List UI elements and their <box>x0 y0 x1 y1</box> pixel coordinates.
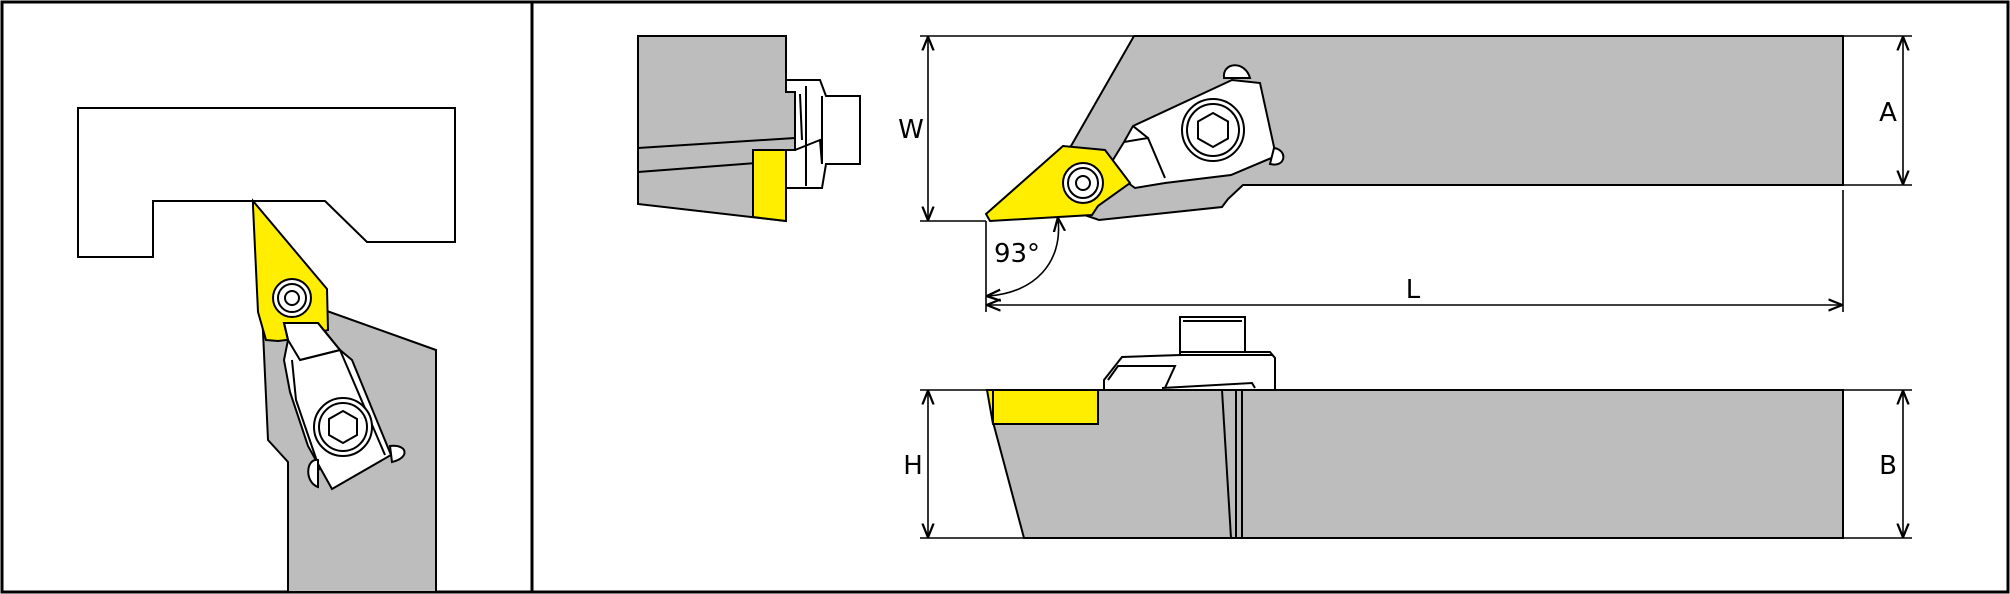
dimension-b: B <box>1843 389 1912 539</box>
cutting-insert-side <box>252 198 330 343</box>
application-view <box>77 107 456 593</box>
dimension-a: A <box>1843 35 1912 186</box>
dimension-label-a: A <box>1879 98 1897 128</box>
clamp-end-view <box>785 79 861 189</box>
clamp-side-view <box>1103 316 1276 391</box>
dimension-w: W <box>898 35 1134 222</box>
screw-head-icon <box>1181 98 1245 162</box>
side-view: H B <box>903 316 1912 539</box>
top-view: W A L 93° <box>898 35 1912 312</box>
dimension-label-l: L <box>1406 275 1421 305</box>
cutting-insert-side-view <box>985 389 1099 425</box>
dimension-l: L <box>985 190 1844 312</box>
dimension-label-h: H <box>903 451 923 481</box>
dimension-h: H <box>903 389 1024 539</box>
cutting-insert-end <box>752 149 787 223</box>
angle-dimension: 93° <box>988 219 1059 296</box>
screw-head-icon <box>313 397 373 457</box>
angle-label: 93° <box>994 239 1040 269</box>
end-view <box>637 35 861 223</box>
torx-screw-icon <box>1062 162 1104 204</box>
torx-screw-icon <box>272 278 312 318</box>
workpiece <box>77 107 456 258</box>
dimension-label-b: B <box>1879 451 1897 481</box>
dimension-label-w: W <box>898 115 924 145</box>
holder-side-view <box>992 389 1844 539</box>
